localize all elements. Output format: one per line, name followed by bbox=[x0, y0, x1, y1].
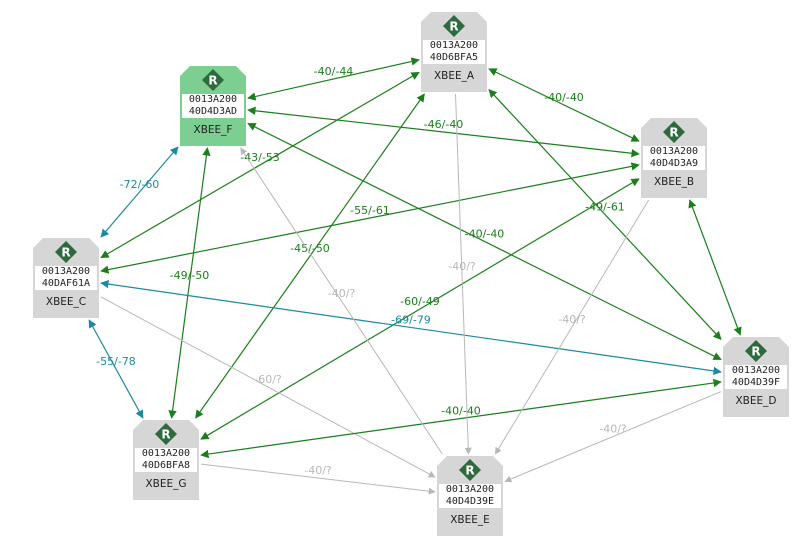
address-high: 0013A200 bbox=[182, 94, 244, 106]
node-name: XBEE_B bbox=[653, 176, 695, 188]
link-b-c[interactable] bbox=[100, 162, 640, 274]
link-c-g[interactable] bbox=[88, 319, 144, 419]
badge-letter: R bbox=[61, 246, 70, 260]
node-xbee-c[interactable]: R 0013A200 40DAF61A XBEE_C bbox=[33, 238, 99, 318]
address-high: 0013A200 bbox=[35, 266, 97, 278]
address-high: 0013A200 bbox=[439, 484, 501, 496]
node-address: 0013A200 40D4D39F bbox=[723, 365, 789, 389]
address-high: 0013A200 bbox=[643, 146, 705, 158]
address-low: 40D4D3AD bbox=[182, 106, 244, 118]
node-name: XBEE_E bbox=[450, 514, 490, 526]
link-label: -49/-61 bbox=[585, 201, 625, 214]
router-badge-icon: R bbox=[459, 459, 481, 481]
link-label: -72/-60 bbox=[120, 178, 160, 191]
link-label: -60/? bbox=[254, 373, 282, 386]
address-low: 40DAF61A bbox=[35, 278, 97, 290]
link-f-g[interactable] bbox=[168, 147, 211, 419]
link-a-e[interactable] bbox=[455, 93, 472, 455]
node-xbee-b[interactable]: R 0013A200 40D4D3A9 XBEE_B bbox=[641, 118, 707, 198]
badge-letter: R bbox=[161, 428, 170, 442]
node-xbee-a[interactable]: R 0013A200 40D6BFA5 XBEE_A bbox=[421, 12, 487, 92]
link-label: -40/-40 bbox=[441, 405, 481, 418]
link-d-e[interactable] bbox=[504, 391, 722, 483]
address-high: 0013A200 bbox=[135, 448, 197, 460]
link-a-c[interactable] bbox=[100, 71, 420, 259]
link-b-e[interactable] bbox=[494, 199, 650, 455]
node-name: XBEE_G bbox=[145, 478, 187, 490]
badge-letter: R bbox=[208, 74, 217, 88]
node-name: XBEE_A bbox=[433, 70, 475, 82]
link-b-d[interactable] bbox=[688, 199, 742, 336]
address-low: 40D6BFA8 bbox=[135, 460, 197, 472]
badge-letter: R bbox=[669, 126, 678, 140]
link-label: -40/? bbox=[328, 287, 356, 300]
node-name: XBEE_F bbox=[193, 124, 233, 136]
node-xbee-g[interactable]: R 0013A200 40D6BFA8 XBEE_G bbox=[133, 420, 199, 500]
router-badge-icon: R bbox=[155, 423, 177, 445]
link-label: -55/-78 bbox=[96, 355, 136, 368]
link-label: -60/-49 bbox=[400, 295, 440, 308]
link-label: -43/-53 bbox=[240, 151, 280, 164]
link-a-b[interactable] bbox=[488, 68, 640, 142]
badge-letter: R bbox=[465, 464, 474, 478]
badge-letter: R bbox=[751, 345, 760, 359]
link-label: -40/? bbox=[558, 313, 586, 326]
link-label: -49/-50 bbox=[170, 269, 210, 282]
node-address: 0013A200 40D4D3AD bbox=[180, 94, 246, 118]
link-label: -40/-40 bbox=[544, 91, 584, 104]
link-label: -40/? bbox=[448, 260, 476, 273]
node-xbee-f[interactable]: R 0013A200 40D4D3AD XBEE_F bbox=[180, 66, 246, 146]
node-xbee-e[interactable]: R 0013A200 40D4D39E XBEE_E bbox=[437, 456, 503, 536]
link-label: -40/? bbox=[304, 464, 332, 477]
link-d-g[interactable] bbox=[200, 378, 722, 459]
node-address: 0013A200 40D6BFA5 bbox=[421, 40, 487, 64]
address-low: 40D6BFA5 bbox=[423, 52, 485, 64]
address-high: 0013A200 bbox=[423, 40, 485, 52]
address-low: 40D4D39F bbox=[725, 377, 787, 389]
node-address: 0013A200 40D4D39E bbox=[437, 484, 503, 508]
node-address: 0013A200 40D6BFA8 bbox=[133, 448, 199, 472]
node-name: XBEE_D bbox=[735, 395, 777, 407]
node-xbee-d[interactable]: R 0013A200 40D4D39F XBEE_D bbox=[723, 337, 789, 417]
link-label: -69/-79 bbox=[391, 314, 431, 327]
router-badge-icon: R bbox=[55, 241, 77, 263]
node-address: 0013A200 40DAF61A bbox=[33, 266, 99, 290]
address-low: 40D4D3A9 bbox=[643, 158, 705, 170]
badge-letter: R bbox=[449, 20, 458, 34]
link-b-g[interactable] bbox=[200, 178, 640, 440]
link-label: -46/-40 bbox=[424, 118, 464, 131]
router-badge-icon: R bbox=[663, 121, 685, 143]
address-high: 0013A200 bbox=[725, 365, 787, 377]
link-c-d[interactable] bbox=[100, 279, 722, 376]
router-badge-icon: R bbox=[745, 340, 767, 362]
link-f-c[interactable] bbox=[100, 146, 179, 238]
link-label: -40/? bbox=[599, 423, 627, 436]
router-badge-icon: R bbox=[202, 69, 224, 91]
address-low: 40D4D39E bbox=[439, 496, 501, 508]
link-g-e[interactable] bbox=[200, 463, 436, 495]
node-name: XBEE_C bbox=[45, 296, 87, 308]
link-f-b[interactable] bbox=[247, 106, 640, 158]
link-label: -40/-44 bbox=[314, 65, 354, 78]
node-address: 0013A200 40D4D3A9 bbox=[641, 146, 707, 170]
link-label: -55/-61 bbox=[350, 204, 390, 217]
link-label: -40/-40 bbox=[465, 228, 505, 241]
router-badge-icon: R bbox=[443, 15, 465, 37]
link-f-e[interactable] bbox=[240, 147, 443, 455]
